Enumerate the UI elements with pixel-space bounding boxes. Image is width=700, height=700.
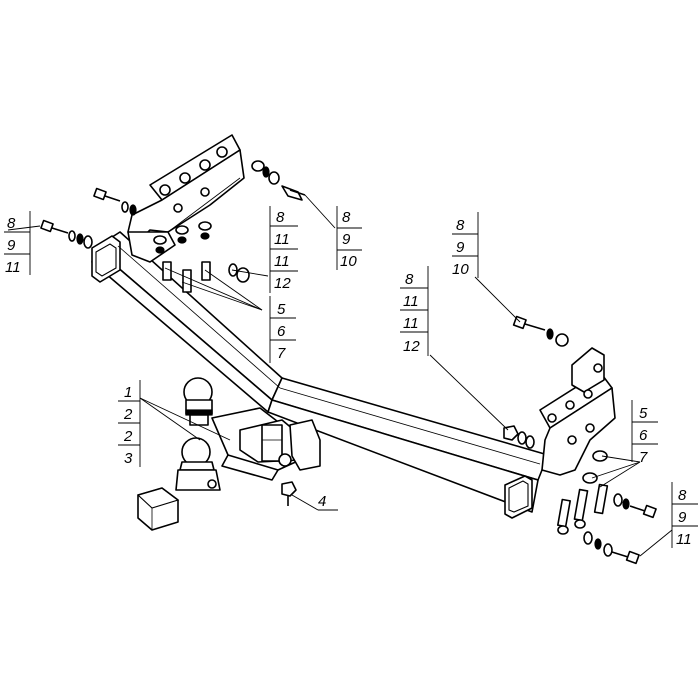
callout-label: 2 bbox=[123, 406, 133, 423]
callout-left-outer-stack: 8 9 11 bbox=[4, 211, 31, 276]
callout-center-bolt: 4 bbox=[318, 493, 338, 511]
callout-right-inner-stack: 8 11 11 12 bbox=[400, 266, 429, 356]
callout-label: 9 bbox=[678, 509, 687, 526]
callout-label: 2 bbox=[123, 428, 133, 445]
right-mounting-bracket bbox=[539, 347, 616, 476]
callout-label: 9 bbox=[342, 231, 351, 248]
callout-label: 9 bbox=[7, 237, 16, 254]
callout-label: 10 bbox=[340, 253, 357, 270]
callout-left-inner-stack: 8 11 11 12 bbox=[269, 206, 298, 293]
callout-label: 11 bbox=[403, 315, 419, 332]
callout-right-bolts: 5 6 7 bbox=[631, 400, 658, 466]
callout-label: 8 bbox=[276, 209, 285, 226]
callout-label: 4 bbox=[318, 493, 326, 510]
left-fasteners bbox=[40, 160, 306, 293]
callout-label: 10 bbox=[452, 261, 469, 278]
center-bolt bbox=[281, 481, 297, 506]
callout-label: 11 bbox=[403, 293, 419, 310]
callout-right-upper-bolt: 8 9 10 bbox=[452, 212, 479, 278]
callout-label: 8 bbox=[678, 487, 687, 504]
callout-label: 8 bbox=[7, 215, 16, 232]
callout-label: 6 bbox=[277, 323, 286, 340]
callout-label: 8 bbox=[342, 209, 351, 226]
callout-label: 7 bbox=[277, 345, 286, 362]
callout-label: 11 bbox=[274, 253, 290, 270]
callout-label: 11 bbox=[274, 231, 290, 248]
callout-ball-mount: 1 2 2 3 bbox=[118, 380, 141, 467]
callout-label: 8 bbox=[456, 217, 465, 234]
callout-label: 8 bbox=[405, 271, 414, 288]
callout-left-bolts: 5 6 7 bbox=[269, 296, 296, 363]
hitch-plug bbox=[136, 487, 180, 531]
left-mounting-bracket bbox=[127, 134, 245, 263]
callout-label: 5 bbox=[639, 405, 648, 422]
leader-lines bbox=[7, 194, 673, 557]
callout-left-upper-bolt: 8 9 10 bbox=[336, 206, 362, 270]
callout-label: 11 bbox=[5, 259, 21, 276]
callout-label: 6 bbox=[639, 427, 648, 444]
callout-label: 5 bbox=[277, 301, 286, 318]
callout-label: 12 bbox=[274, 275, 291, 292]
callout-right-outer-stack: 8 9 11 bbox=[671, 482, 698, 548]
right-fasteners bbox=[503, 315, 657, 565]
callout-label: 11 bbox=[676, 531, 692, 548]
crossbar bbox=[91, 231, 549, 519]
callout-label: 1 bbox=[124, 384, 132, 401]
callout-label: 3 bbox=[124, 450, 133, 467]
callout-label: 12 bbox=[403, 338, 420, 355]
callout-label: 7 bbox=[639, 449, 648, 466]
tow-ball-assembly bbox=[175, 377, 321, 491]
callout-label: 9 bbox=[456, 239, 465, 256]
